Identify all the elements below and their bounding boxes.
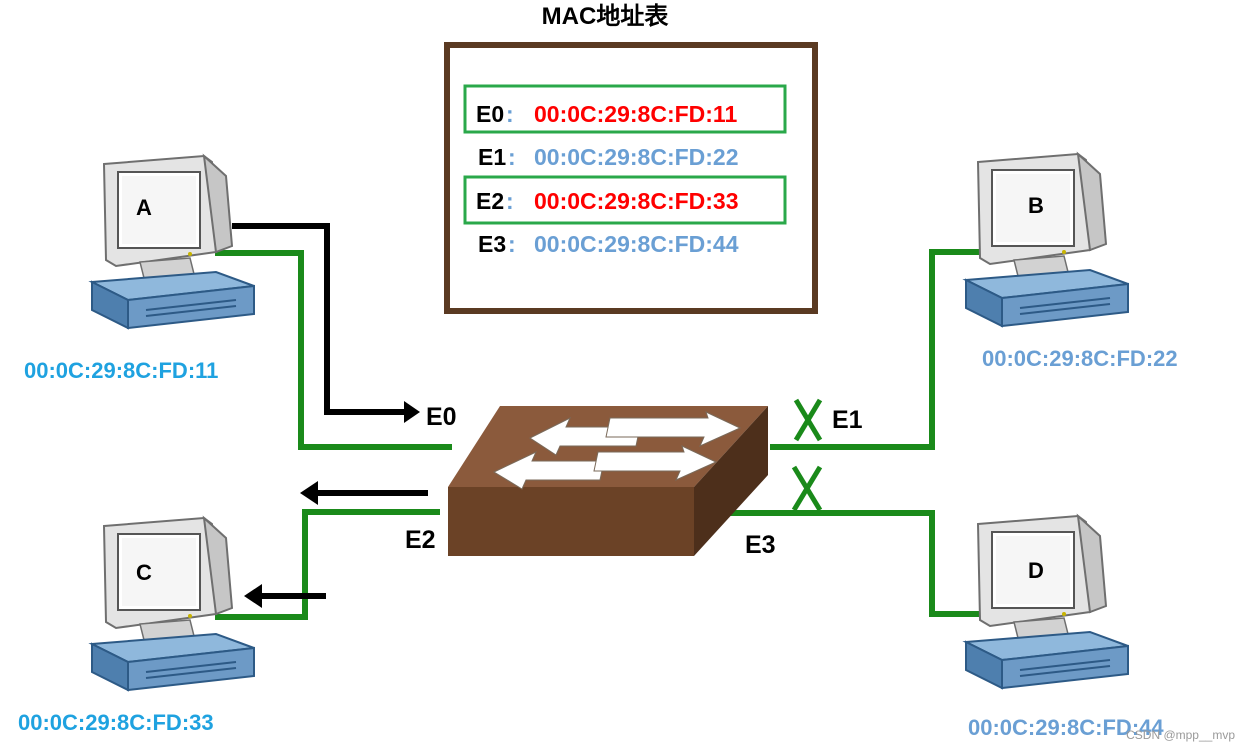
blocked-mark-icon bbox=[793, 398, 823, 442]
table-row-port: E1 bbox=[478, 144, 506, 170]
arrow-a-to-e0-icon bbox=[232, 223, 406, 415]
host-mac-a: 00:0C:29:8C:FD:11 bbox=[24, 358, 218, 383]
table-row-mac: 00:0C:29:8C:FD:44 bbox=[534, 231, 739, 257]
port-label-e3: E3 bbox=[745, 531, 776, 559]
host-mac-c: 00:0C:29:8C:FD:33 bbox=[18, 710, 214, 735]
blocked-mark-icon bbox=[791, 465, 823, 512]
table-row-separator: : bbox=[508, 231, 516, 257]
table-row-separator: : bbox=[508, 144, 516, 170]
table-row-mac: 00:0C:29:8C:FD:33 bbox=[534, 188, 739, 214]
table-row-separator: : bbox=[506, 188, 514, 214]
host-name-b: B bbox=[1028, 193, 1044, 218]
link-a-e0 bbox=[215, 250, 452, 450]
host-name-c: C bbox=[136, 560, 152, 585]
table-row-port: E3 bbox=[478, 231, 506, 257]
highlight-box-e0 bbox=[463, 84, 787, 134]
link-e3-d bbox=[730, 510, 1000, 617]
mac-table-title: MAC地址表 bbox=[542, 3, 670, 30]
watermark: CSDN @mpp__mvp bbox=[1126, 728, 1235, 742]
table-row-port: E2 bbox=[476, 188, 504, 214]
computer-b-icon bbox=[965, 153, 1129, 327]
host-mac-d: 00:0C:29:8C:FD:44 bbox=[968, 715, 1164, 740]
highlight-box-e2 bbox=[463, 175, 787, 225]
network-links bbox=[215, 249, 1000, 620]
computer-a-icon bbox=[91, 155, 255, 329]
host-name-a: A bbox=[136, 195, 152, 220]
table-row-separator: : bbox=[506, 101, 514, 127]
host-mac-b: 00:0C:29:8C:FD:22 bbox=[982, 346, 1178, 371]
switch bbox=[448, 406, 768, 556]
computer-d-icon bbox=[965, 515, 1129, 689]
table-row-port: E0 bbox=[476, 101, 504, 127]
computer-c-icon bbox=[91, 517, 255, 691]
port-label-e1: E1 bbox=[832, 406, 863, 434]
switch-arrows-icon bbox=[492, 411, 742, 490]
link-e1-b bbox=[770, 249, 1000, 450]
link-c-e2 bbox=[215, 509, 440, 620]
port-label-e0: E0 bbox=[426, 403, 457, 431]
host-name-d: D bbox=[1028, 558, 1044, 583]
port-label-e2: E2 bbox=[405, 526, 436, 554]
table-row-mac: 00:0C:29:8C:FD:22 bbox=[534, 144, 739, 170]
table-row-mac: 00:0C:29:8C:FD:11 bbox=[534, 101, 737, 127]
